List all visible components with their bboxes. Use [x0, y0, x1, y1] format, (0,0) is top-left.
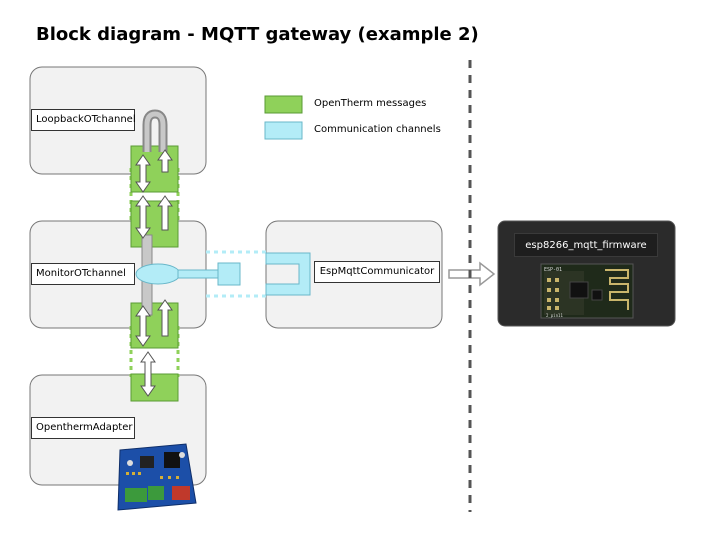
ot-message-squares — [130, 145, 179, 402]
esp-module-image: ESP-01 2_pin11 — [540, 263, 634, 319]
legend-swatch-comm — [264, 121, 303, 140]
legend-label-comm: Communication channels — [314, 124, 441, 135]
monitor-label: MonitorOTchannel — [31, 263, 135, 285]
module-pin-text: 2_pin11 — [546, 313, 563, 318]
monitor-tap — [135, 263, 181, 285]
legend-swatch-ot — [264, 95, 303, 114]
loopback-label: LoopbackOTchannel — [31, 109, 136, 131]
communicator-label: EspMqttCommunicator — [314, 261, 440, 283]
ot-arrows — [135, 149, 173, 397]
comm-dotted-links — [206, 250, 266, 298]
communicator-socket — [265, 252, 311, 296]
adapter-board-image — [117, 443, 197, 511]
adapter-label: OpenthermAdapter — [31, 417, 135, 439]
legend-label-ot: OpenTherm messages — [314, 98, 427, 109]
module-chip-text: ESP-01 — [544, 267, 562, 273]
diagram-title: Block diagram - MQTT gateway (example 2) — [36, 24, 479, 45]
firmware-label: esp8266_mqtt_firmware — [514, 233, 658, 257]
